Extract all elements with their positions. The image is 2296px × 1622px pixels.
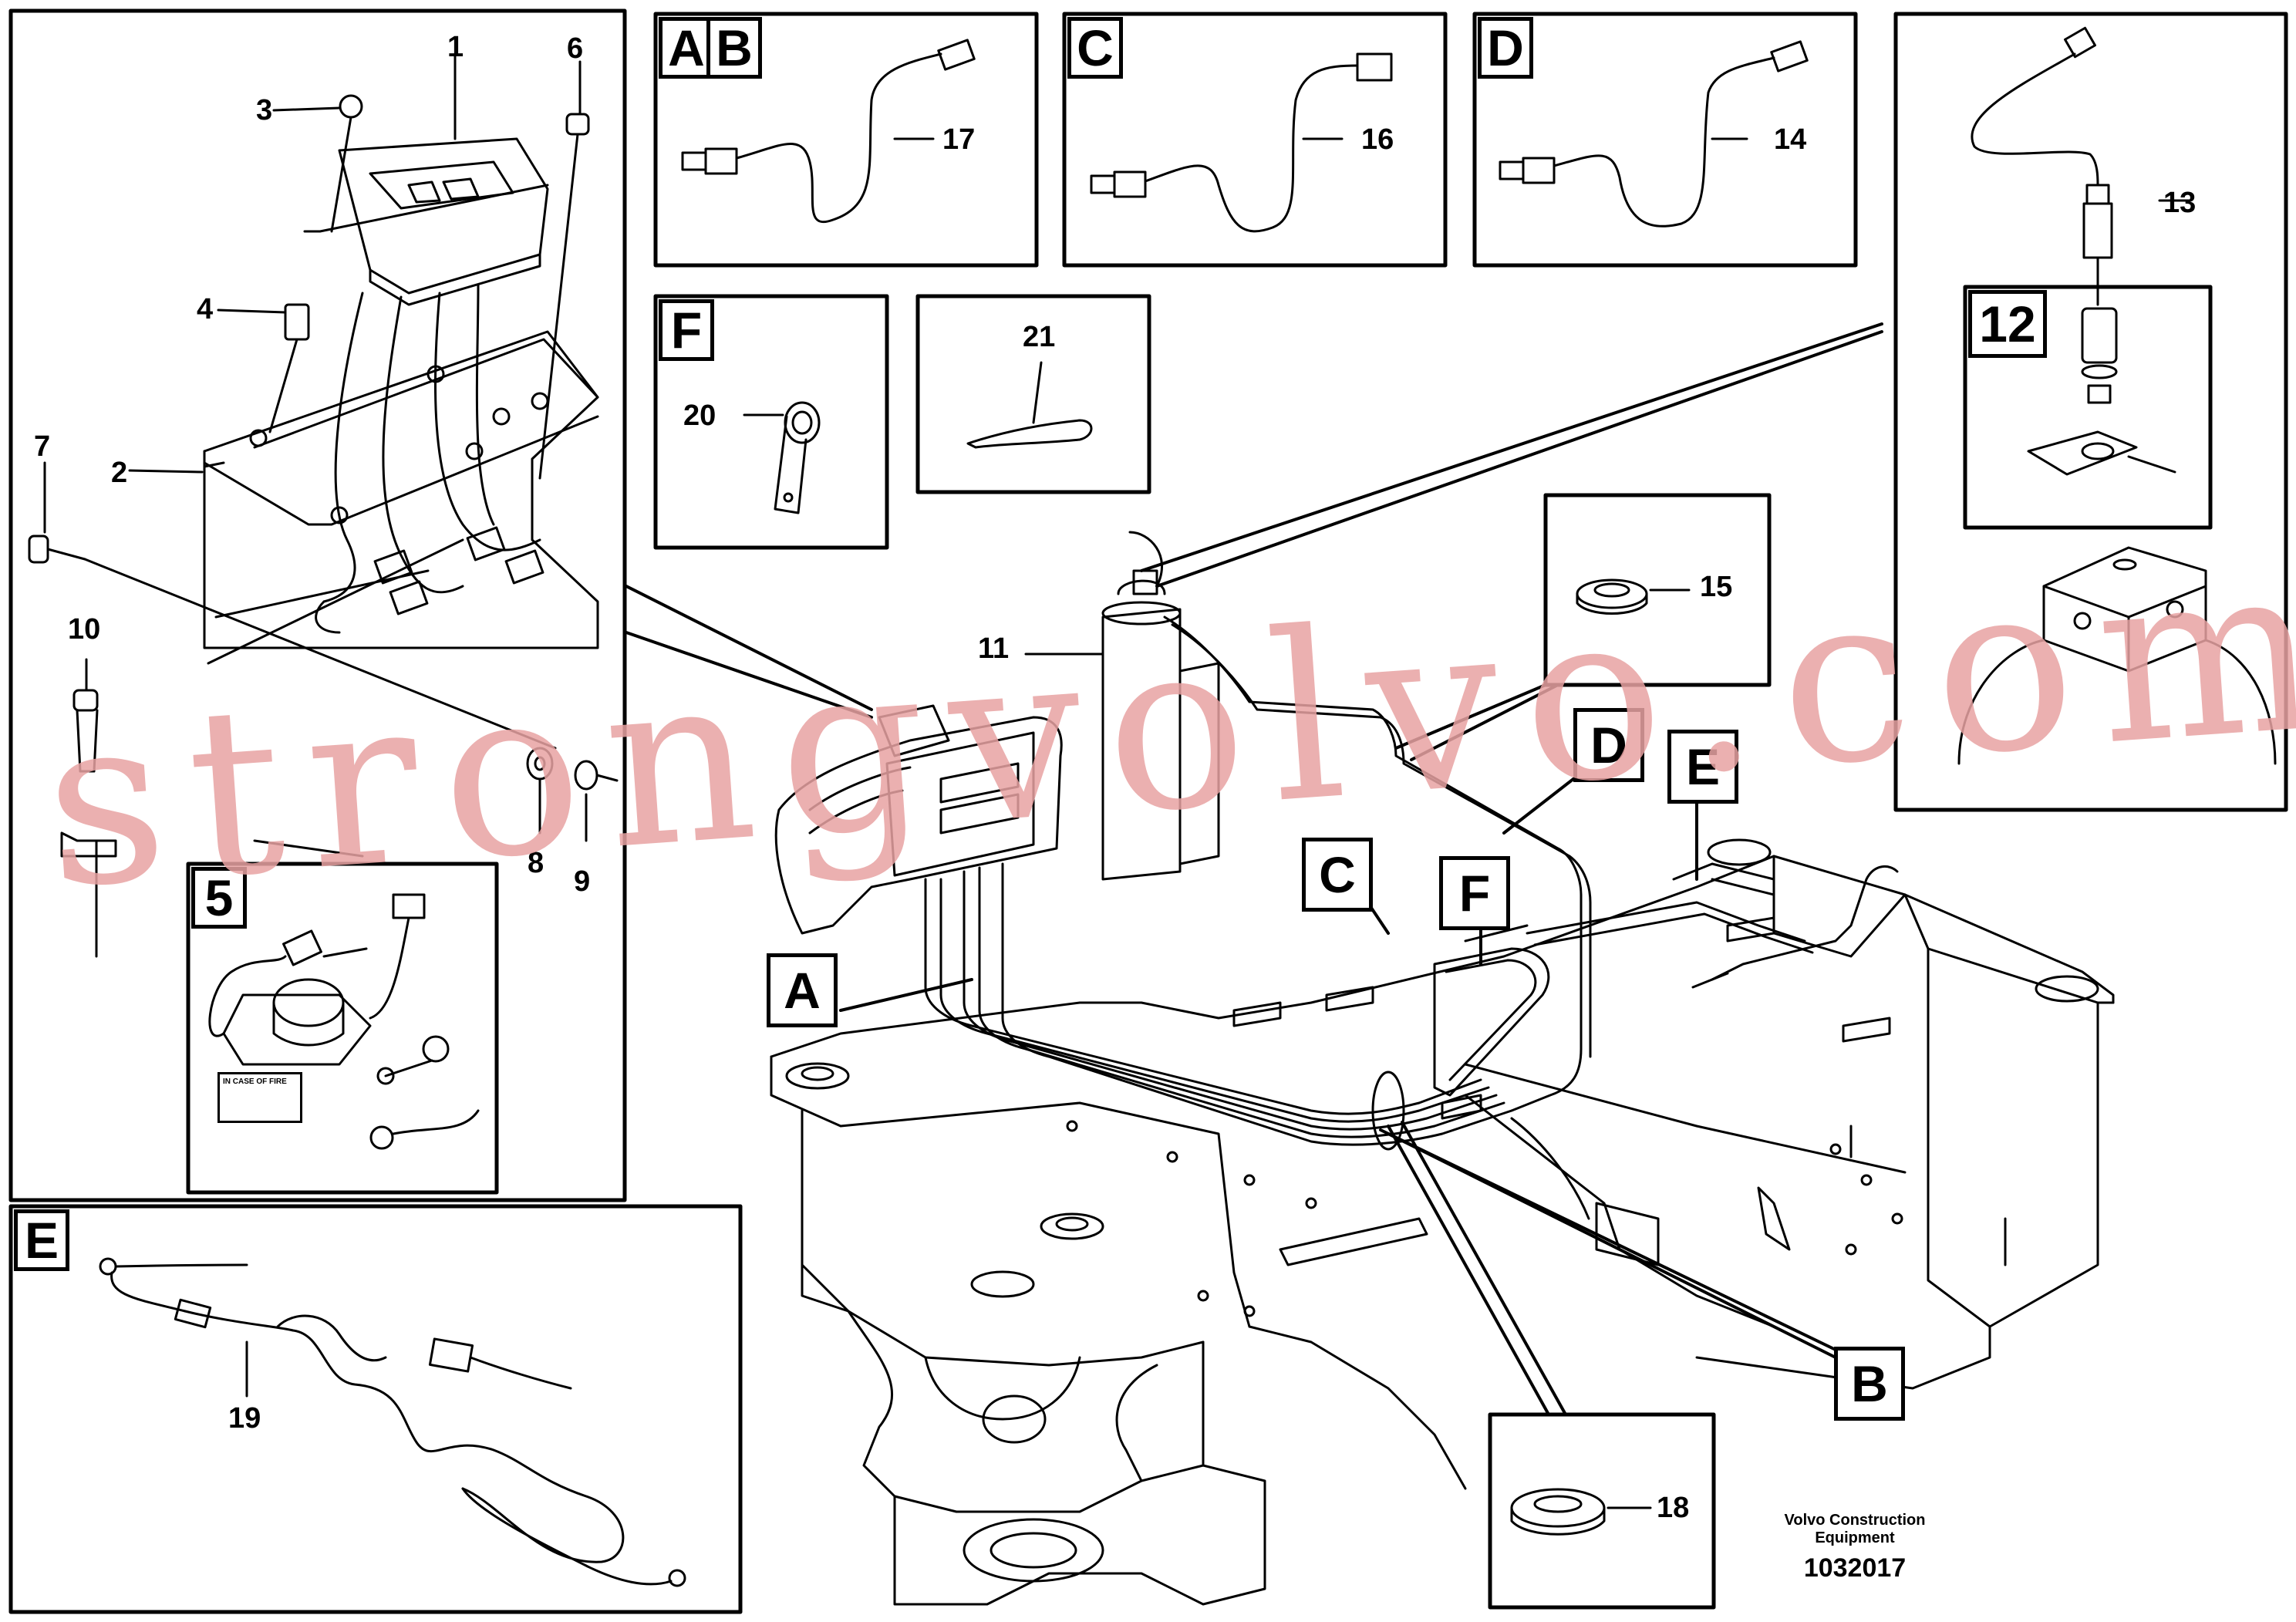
panel-item-15 [1543, 493, 1772, 687]
panel-view-d [1472, 12, 1858, 268]
panel-view-c [1062, 12, 1448, 268]
cable-tie-drawing [966, 361, 1093, 449]
callout-15: 15 [1700, 571, 1733, 603]
callout-20: 20 [683, 400, 716, 432]
cable-ab-drawing [681, 39, 976, 223]
label-12: 12 [1968, 290, 2047, 358]
company-line-1: Volvo Construction [1784, 1512, 1926, 1529]
view-label-b: B [706, 17, 762, 79]
frame-label-a: A [767, 953, 838, 1027]
callout-4: 4 [197, 293, 214, 325]
frame-label-d: D [1573, 708, 1644, 782]
panel-item-21 [915, 294, 1151, 494]
harness-e-drawing [99, 1257, 686, 1587]
callout-17: 17 [942, 123, 976, 156]
panel-view-e [8, 1204, 743, 1614]
panel-12 [1963, 285, 2213, 530]
callout-9: 9 [574, 865, 591, 898]
callout-16: 16 [1361, 123, 1394, 156]
callout-7: 7 [34, 430, 51, 463]
callout-13: 13 [2163, 187, 2197, 219]
clamp-drawing [743, 401, 821, 514]
callout-1: 1 [447, 31, 464, 63]
piping-drawing [924, 862, 1899, 1266]
drawing-footer: Volvo Construction Equipment 1032017 [1770, 1512, 1940, 1583]
grommet-18-drawing [1510, 1488, 1652, 1536]
sensor-drawing [1957, 26, 2277, 765]
fire-button-drawing [208, 893, 480, 1150]
view-label-e: E [14, 1209, 69, 1271]
cable-d-drawing [1499, 40, 1809, 228]
frame-label-f: F [1439, 856, 1510, 930]
view-label-d: D [1478, 17, 1533, 79]
callout-21: 21 [1023, 321, 1056, 353]
machine-frame-drawing [770, 838, 2115, 1606]
view-label-f: F [659, 299, 714, 361]
company-line-2: Equipment [1815, 1529, 1895, 1546]
callout-2: 2 [111, 457, 128, 489]
panel-view-f [653, 294, 889, 550]
callout-19: 19 [228, 1402, 261, 1435]
callout-6: 6 [567, 32, 584, 65]
panel-item-18 [1488, 1412, 1716, 1610]
grommet-15-drawing [1576, 578, 1691, 615]
panel-view-ab [653, 12, 1039, 268]
callout-leaders [43, 52, 1104, 842]
fire-plate-label: IN CASE OF FIRE [217, 1072, 302, 1123]
panel-5 [186, 862, 499, 1195]
callout-18: 18 [1657, 1492, 1690, 1524]
label-5: 5 [191, 867, 247, 929]
panel-sensor [1893, 12, 2288, 812]
instrument-panel-drawing [774, 704, 1063, 935]
frame-label-c: C [1302, 838, 1373, 912]
panel-control-box [8, 8, 627, 1202]
cable-c-drawing [1090, 52, 1393, 233]
control-panel-drawing [28, 94, 619, 958]
frame-label-e: E [1667, 730, 1738, 804]
view-label-c: C [1067, 17, 1123, 79]
frame-label-b: B [1834, 1347, 1905, 1421]
callout-11: 11 [978, 632, 1010, 665]
leader-lines [625, 322, 1883, 1416]
callout-14: 14 [1774, 123, 1807, 156]
drawing-number: 1032017 [1803, 1553, 1907, 1583]
callout-10: 10 [68, 613, 101, 646]
callout-3: 3 [256, 94, 273, 126]
callout-8: 8 [528, 847, 544, 879]
